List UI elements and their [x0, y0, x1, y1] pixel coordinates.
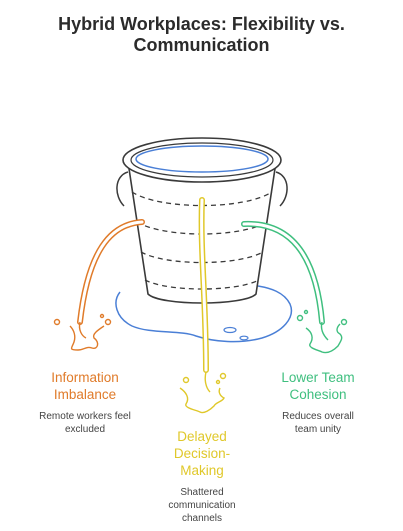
splash-icon-left: [53, 313, 112, 351]
description-delayed-decision-making: Shattered communication channels: [142, 486, 262, 525]
bucket-handle-right: [275, 171, 288, 207]
heading-information-imbalance: Information Imbalance: [25, 369, 145, 403]
heading-line: Lower Team: [281, 370, 355, 385]
heading-line: Imbalance: [53, 387, 117, 402]
description-lower-team-cohesion: Reduces overall team unity: [260, 410, 376, 436]
heading-line: Delayed: [177, 429, 227, 444]
heading-line: Information: [51, 370, 119, 385]
description-line: Reduces overall: [282, 411, 354, 422]
puddle-icon: [115, 285, 293, 343]
description-line: communication: [168, 500, 236, 511]
heading-line: Decision-: [173, 446, 231, 461]
heading-lower-team-cohesion: Lower Team Cohesion: [258, 369, 378, 403]
heading-delayed-decision-making: Delayed Decision- Making: [142, 428, 262, 479]
splash-icon-right: [296, 309, 348, 354]
description-information-imbalance: Remote workers feel excluded: [20, 410, 150, 436]
heading-line: Cohesion: [289, 387, 347, 402]
description-line: Remote workers feel: [39, 411, 131, 422]
description-line: team unity: [294, 424, 342, 435]
description-line: Shattered: [180, 487, 224, 498]
description-line: channels: [181, 513, 223, 524]
diagram-title: Hybrid Workplaces: Flexibility vs. Commu…: [58, 14, 345, 55]
heading-line: Making: [180, 463, 224, 478]
description-line: excluded: [64, 424, 106, 435]
splash-icon-middle: [179, 371, 227, 414]
bucket-handle-left: [116, 171, 129, 207]
